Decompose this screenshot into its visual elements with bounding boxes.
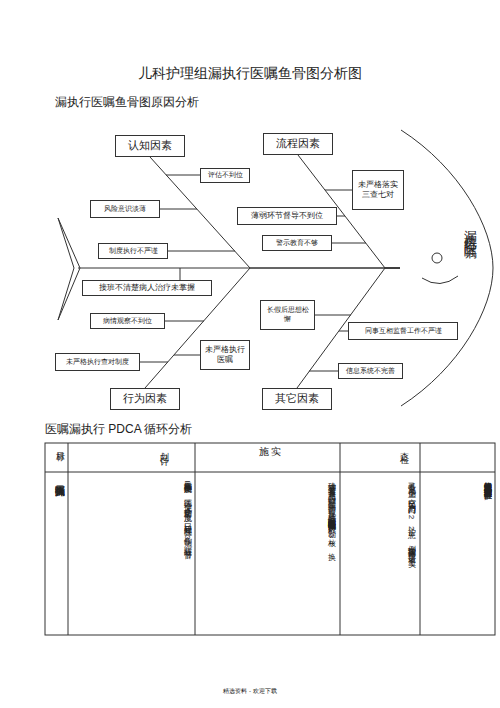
cause-box: 同事互相监督工作不严谨 bbox=[348, 322, 458, 340]
cause-label: 评估不到位 bbox=[208, 171, 243, 180]
section-heading: 医嘱漏执行 PDCA 循环分析 bbox=[45, 422, 305, 438]
leader-line bbox=[309, 371, 338, 372]
effect-text: 漏执行医嘱 bbox=[462, 220, 478, 240]
leader-line bbox=[166, 175, 200, 176]
leader-line bbox=[337, 216, 345, 217]
fish-mouth bbox=[422, 276, 458, 284]
diagram-title: 儿科护理组漏执行医嘱鱼骨图分析图 bbox=[0, 64, 500, 82]
table-cell: 己看 古 见 倒重 P 空 巳 用户 凸门乃 1 ~ 2 护 患 2 3 例 落… bbox=[344, 476, 416, 628]
table-rule bbox=[340, 443, 341, 635]
cause-box: 警示教育不够 bbox=[262, 235, 332, 251]
category-box: 流程因素 bbox=[263, 133, 333, 155]
cause-box: 未严格落实三查七对 bbox=[352, 170, 404, 210]
leader-line bbox=[168, 251, 235, 252]
table-cell: 寸确 交 考着竹交 并 患 凸头 习 解 徘学 曲 护 师 规 患 杯 换 相嘱… bbox=[198, 476, 336, 628]
category-label: 认知因素 bbox=[128, 139, 172, 153]
category-label: 流程因素 bbox=[276, 137, 320, 151]
cause-label: 信息系统不完善 bbox=[346, 367, 395, 376]
category-box: 其它因素 bbox=[262, 388, 332, 410]
section-heading: 漏执行医嘱鱼骨图原因分析 bbox=[55, 95, 315, 111]
fish-head-outline bbox=[400, 128, 495, 408]
leader-line bbox=[160, 209, 197, 210]
leader-line bbox=[315, 315, 351, 316]
leader-line bbox=[332, 243, 366, 244]
leader-line bbox=[174, 355, 200, 356]
cause-box: 评估不到位 bbox=[200, 168, 250, 183]
table-rule bbox=[68, 443, 69, 635]
cause-box: 未严格执行医嘱 bbox=[200, 340, 250, 370]
cause-label: 制度执行不严谨 bbox=[109, 247, 158, 256]
category-label: 其它因素 bbox=[275, 392, 319, 406]
category-box: 认知因素 bbox=[115, 135, 185, 157]
category-box: 行为因素 bbox=[110, 388, 180, 410]
cause-box: 长假后思想松懈 bbox=[260, 300, 315, 330]
fish-head: 漏执行医嘱 bbox=[400, 128, 495, 408]
table-header: 划 巳 计 bbox=[90, 445, 170, 471]
fish-spine bbox=[78, 268, 250, 269]
footer-note: 精选资料 - 欢迎下载 bbox=[0, 688, 500, 700]
cause-box: 薄弱环节督导不到位 bbox=[237, 207, 337, 225]
cause-box: 病情观察不到位 bbox=[90, 313, 165, 329]
table-rule bbox=[45, 472, 495, 473]
cause-label: 警示教育不够 bbox=[276, 239, 318, 248]
table-header: 查 检 bbox=[350, 445, 410, 471]
cause-box: 未严格执行查对制度 bbox=[55, 353, 140, 371]
leader-line bbox=[339, 331, 348, 332]
cause-label: 未严格执行医嘱 bbox=[205, 345, 245, 365]
leader-line bbox=[165, 321, 204, 322]
table-cell: 知工率班 流质作环的 IIO 德医 交 现 点 护士 析 度流 O 口 程知 程… bbox=[72, 476, 192, 628]
cause-label: 未严格执行查对制度 bbox=[66, 358, 129, 367]
table-rule bbox=[420, 443, 421, 635]
table-cell: 组人知作行改错业 期理论工挑察 定护过进社误 护理医的科析改 护理员不万 bbox=[424, 476, 492, 628]
cause-box: 制度执行不严谨 bbox=[98, 243, 168, 259]
table-header: 施 实 bbox=[230, 445, 310, 471]
cause-box: 信息系统不完善 bbox=[338, 363, 403, 379]
cause-label: 接班不清楚病人治疗未掌握 bbox=[99, 283, 195, 293]
cause-box: 风险意识淡薄 bbox=[90, 200, 160, 218]
leader-line bbox=[325, 190, 352, 191]
table-header: 目标 bbox=[48, 445, 66, 471]
cause-label: 薄弱环节督导不到位 bbox=[251, 211, 323, 221]
table-cell: 医嘱漏执行降为二 bbox=[48, 478, 66, 628]
fish-head-outline bbox=[401, 130, 493, 406]
fish-eye bbox=[432, 253, 442, 263]
cause-label: 风险意识淡薄 bbox=[104, 205, 146, 214]
leader-line bbox=[140, 362, 168, 363]
cause-label: 病情观察不到位 bbox=[103, 317, 152, 326]
cause-label: 同事互相监督工作不严谨 bbox=[365, 327, 442, 336]
cause-label: 长假后思想松懈 bbox=[265, 306, 310, 324]
table-border bbox=[45, 443, 495, 635]
fish-tail bbox=[58, 218, 80, 320]
table-rule bbox=[195, 443, 196, 635]
cause-label: 未严格落实三查七对 bbox=[357, 180, 399, 200]
cause-box: 接班不清楚病人治疗未掌握 bbox=[82, 280, 212, 296]
leader-line bbox=[180, 268, 181, 280]
category-label: 行为因素 bbox=[123, 392, 167, 406]
